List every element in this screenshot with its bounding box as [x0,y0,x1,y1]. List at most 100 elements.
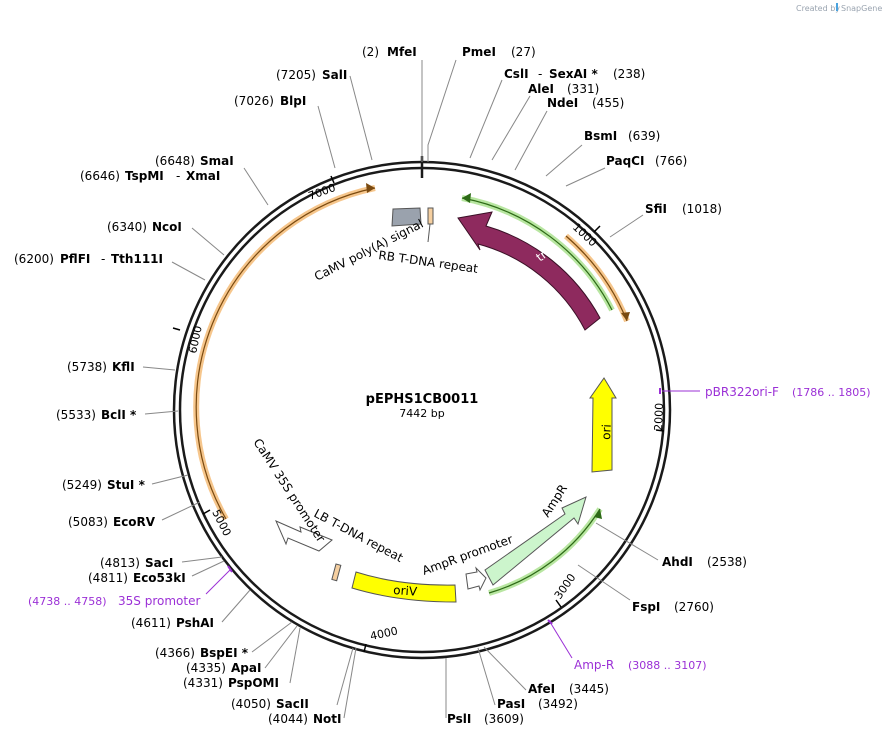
site-AfeI: AfeI (3445) [528,682,609,696]
site-PshAI: (4611) PshAI [131,616,214,630]
site-pos: (1018) [682,202,722,216]
site-enzyme: PaqCI [606,154,644,168]
site-PaqCI: PaqCI (766) [606,154,687,168]
site-enzyme-2: Tth111I [111,252,163,266]
site-leaders [142,59,659,719]
primer-labels: pBR322ori-F (1786 .. 1805) Amp-R (3088 .… [28,385,871,672]
site-enzyme: AfeI [528,682,555,696]
site-enzyme: EcoRV [113,515,156,529]
site-labels: (2) MfeI PmeI (27) CslI - SexAI * (238) … [14,45,747,726]
site-TspMI-XmaI: (6646) TspMI - XmaI [80,169,220,183]
site-StuI: (5249) StuI * [62,478,146,492]
feature-CaMV35S: CaMV 35S promoter [250,436,333,552]
site-SalI: (7205) SalI [276,68,347,82]
site-enzyme: BlpI [280,94,306,108]
site-pos: (5249) [62,478,102,492]
ori-label: ori [599,424,614,440]
primer-pBR322ori-F: pBR322ori-F (1786 .. 1805) [705,385,871,399]
primer-name: 35S promoter [118,594,200,608]
site-pos: (3609) [484,712,524,726]
site-pos: (6340) [107,220,147,234]
watermark-brand: SnapGene [841,4,882,13]
site-PflFI-Tth111I: (6200) PflFI - Tth111I [14,252,163,266]
site-enzyme-2: XmaI [186,169,220,183]
site-Eco53kI: (4811) Eco53kI [88,571,186,585]
site-pos: (4811) [88,571,128,585]
site-CslI-SexAI: CslI - SexAI * (238) [504,67,645,81]
primer-marks [205,388,700,659]
feature-ori: ori [589,377,617,473]
site-SfiI: SfiI (1018) [645,202,722,216]
watermark-prefix: Created by [796,4,840,13]
site-enzyme-2: SexAI * [549,67,598,81]
site-enzyme: PspOMI [228,676,279,690]
site-enzyme: FspI [632,600,660,614]
site-PspOMI: (4331) PspOMI [183,676,279,690]
site-pos: (4331) [183,676,223,690]
site-enzyme: SacI [145,556,173,570]
site-ApaI: (4335) ApaI [186,661,261,675]
site-SacI: (4813) SacI [100,556,173,570]
site-sep: - [101,252,105,266]
site-SacII: (4050) SacII [231,697,309,711]
site-PasI: PasI (3492) [497,697,578,711]
site-enzyme: SfiI [645,202,667,216]
site-PmeI: PmeI (27) [462,45,536,59]
site-pos: (4335) [186,661,226,675]
site-enzyme: PasI [497,697,525,711]
site-enzyme: StuI * [107,478,146,492]
site-SmaI: (6648) SmaI [155,154,234,168]
site-pos: (4044) [268,712,308,726]
site-pos: (4050) [231,697,271,711]
site-pos: (766) [655,154,687,168]
site-pos: (4611) [131,616,171,630]
site-PslI: PslI (3609) [447,712,524,726]
site-pos: (2) [362,45,379,59]
site-pos: (27) [511,45,536,59]
plasmid-length: 7442 bp [399,407,444,420]
site-NotI: (4044) NotI [268,712,342,726]
site-pos: (3492) [538,697,578,711]
site-enzyme: PslI [447,712,471,726]
primer-35S-promoter: (4738 .. 4758) 35S promoter [28,594,200,608]
site-pos: (639) [628,129,660,143]
site-enzyme: KflI [112,360,135,374]
site-pos: (238) [613,67,645,81]
plasmid-name: pEPHS1CB0011 [366,392,479,407]
site-enzyme: SacII [276,697,309,711]
site-enzyme: Eco53kI [133,571,186,585]
site-AleI: AleI (331) [528,82,599,96]
site-enzyme: BsmI [584,129,617,143]
site-pos: (5083) [68,515,108,529]
site-pos: (6200) [14,252,54,266]
site-enzyme: SalI [322,68,347,82]
site-BlpI: (7026) BlpI [234,94,306,108]
site-enzyme: ApaI [231,661,261,675]
site-enzyme: BspEI * [200,646,249,660]
tick-4000: 4000 [369,624,399,643]
site-NcoI: (6340) NcoI [107,220,182,234]
site-pos: (2538) [707,555,747,569]
site-EcoRV: (5083) EcoRV [68,515,156,529]
site-pos: (331) [567,82,599,96]
site-BclI: (5533) BclI * [56,408,137,422]
site-sep: - [176,169,180,183]
site-enzyme: PflFI [60,252,90,266]
feature-polyA: CaMV poly(A) signal [312,207,426,284]
site-FspI: FspI (2760) [632,600,714,614]
site-pos: (3445) [569,682,609,696]
site-pos: (5738) [67,360,107,374]
RB-label: RB T-DNA repeat [378,248,480,276]
site-pos: (4366) [155,646,195,660]
site-pos: (5533) [56,408,96,422]
site-KflI: (5738) KflI [67,360,135,374]
site-enzyme: AleI [528,82,554,96]
site-enzyme: NotI [313,712,342,726]
tick-6000: 6000 [186,325,205,355]
site-enzyme: NcoI [152,220,182,234]
site-enzyme: PshAI [176,616,214,630]
site-pos: (4813) [100,556,140,570]
primer-name: pBR322ori-F [705,385,779,399]
site-enzyme: TspMI [125,169,164,183]
polyA-label: CaMV poly(A) signal [312,217,426,284]
